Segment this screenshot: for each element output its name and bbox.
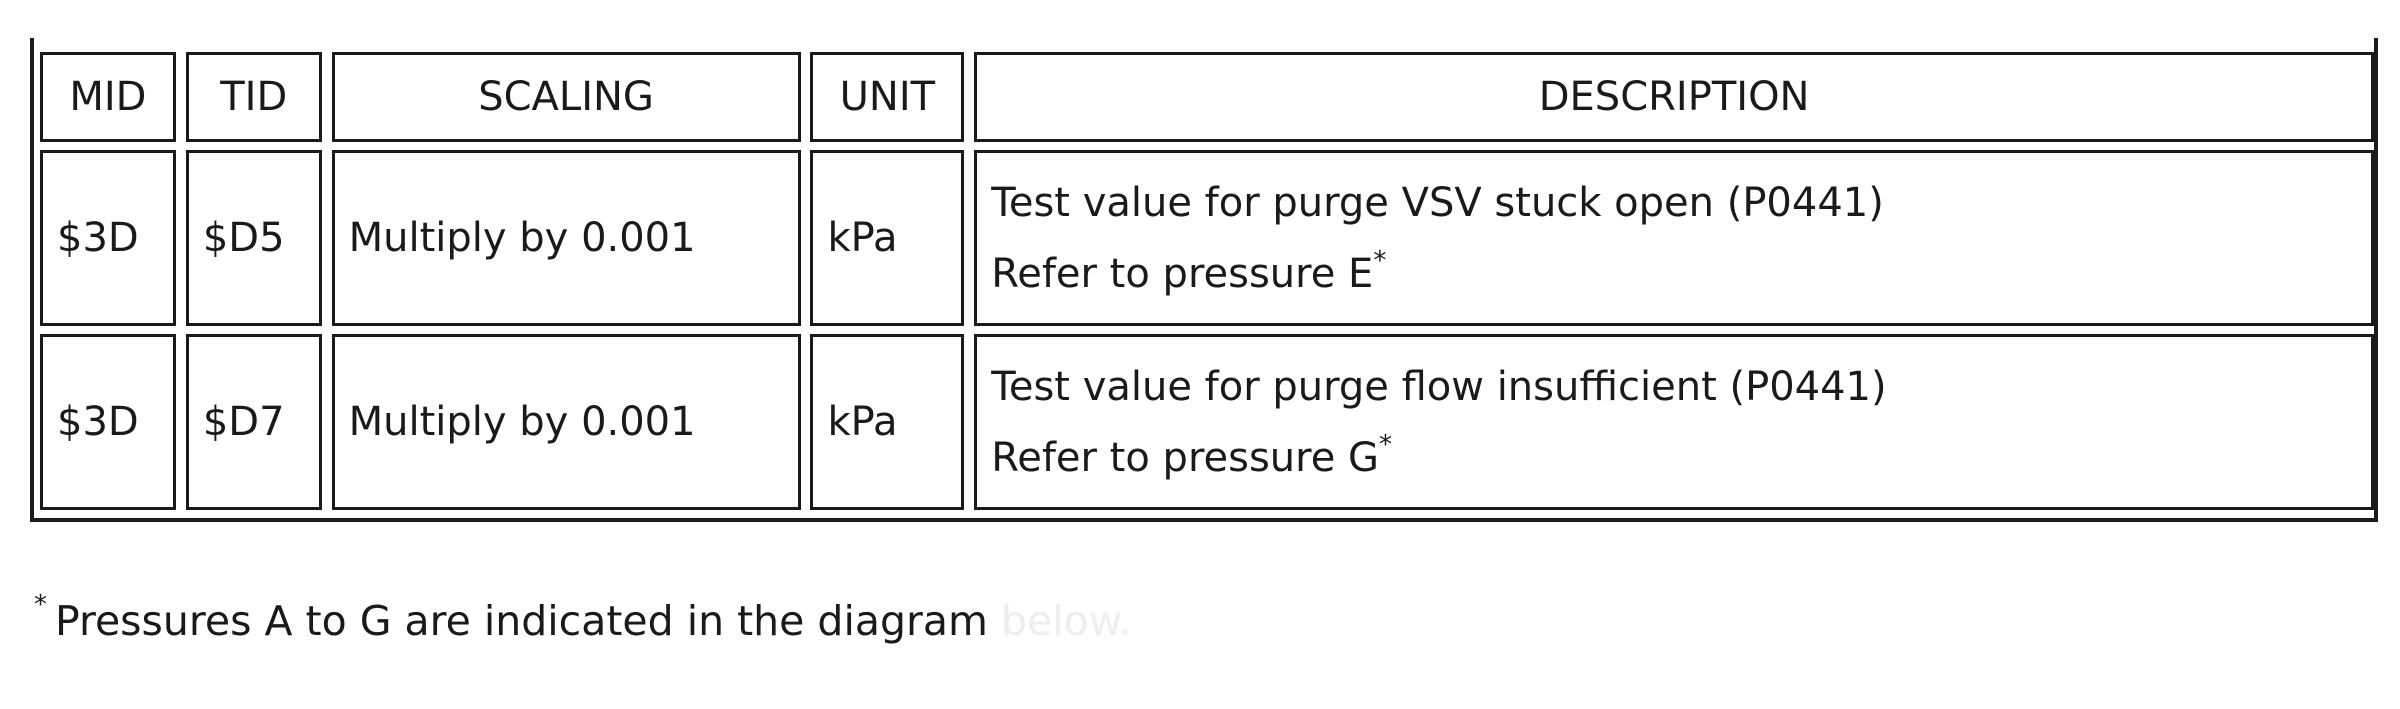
header-tid: TID (185, 52, 322, 142)
header-scaling: SCALING (331, 52, 801, 142)
cell-tid: $D5 (185, 150, 322, 326)
table-row: $3D $D7 Multiply by 0.001 kPa Test value… (40, 334, 2374, 510)
footnote-marker: * (1379, 429, 1393, 460)
description-reference: Refer to pressure E* (977, 232, 2371, 303)
footnote: * Pressures A to G are indicated in the d… (34, 590, 1132, 645)
description-line: Test value for purge VSV stuck open (P04… (991, 179, 1884, 226)
cell-unit: kPa (810, 150, 965, 326)
reference-text: Refer to pressure E (991, 250, 1374, 297)
obd-monitor-table-frame: MID TID SCALING UNIT DESCRIPTION $3D $D5… (30, 38, 2378, 522)
cell-unit: kPa (810, 334, 965, 510)
footnote-text: Pressures A to G are indicated in the di… (55, 597, 988, 645)
cell-scaling: Multiply by 0.001 (331, 334, 801, 510)
cell-mid: $3D (40, 334, 176, 510)
footnote-star: * (34, 590, 47, 620)
obd-monitor-table: MID TID SCALING UNIT DESCRIPTION $3D $D5… (40, 52, 2374, 510)
header-description: DESCRIPTION (974, 52, 2374, 142)
cell-description: Test value for purge flow insufficient (… (974, 334, 2374, 510)
footnote-faded-text: below. (1000, 597, 1132, 645)
cell-mid: $3D (40, 150, 176, 326)
description-reference: Refer to pressure G* (977, 416, 2371, 487)
cell-scaling: Multiply by 0.001 (331, 150, 801, 326)
table-header-row: MID TID SCALING UNIT DESCRIPTION (40, 52, 2374, 142)
header-mid: MID (40, 52, 176, 142)
table-row: $3D $D5 Multiply by 0.001 kPa Test value… (40, 150, 2374, 326)
reference-text: Refer to pressure G (991, 434, 1380, 481)
header-unit: UNIT (810, 52, 965, 142)
description-line: Test value for purge flow insufficient (… (991, 363, 1887, 410)
footnote-marker: * (1373, 245, 1387, 276)
cell-tid: $D7 (185, 334, 322, 510)
cell-description: Test value for purge VSV stuck open (P04… (974, 150, 2374, 326)
